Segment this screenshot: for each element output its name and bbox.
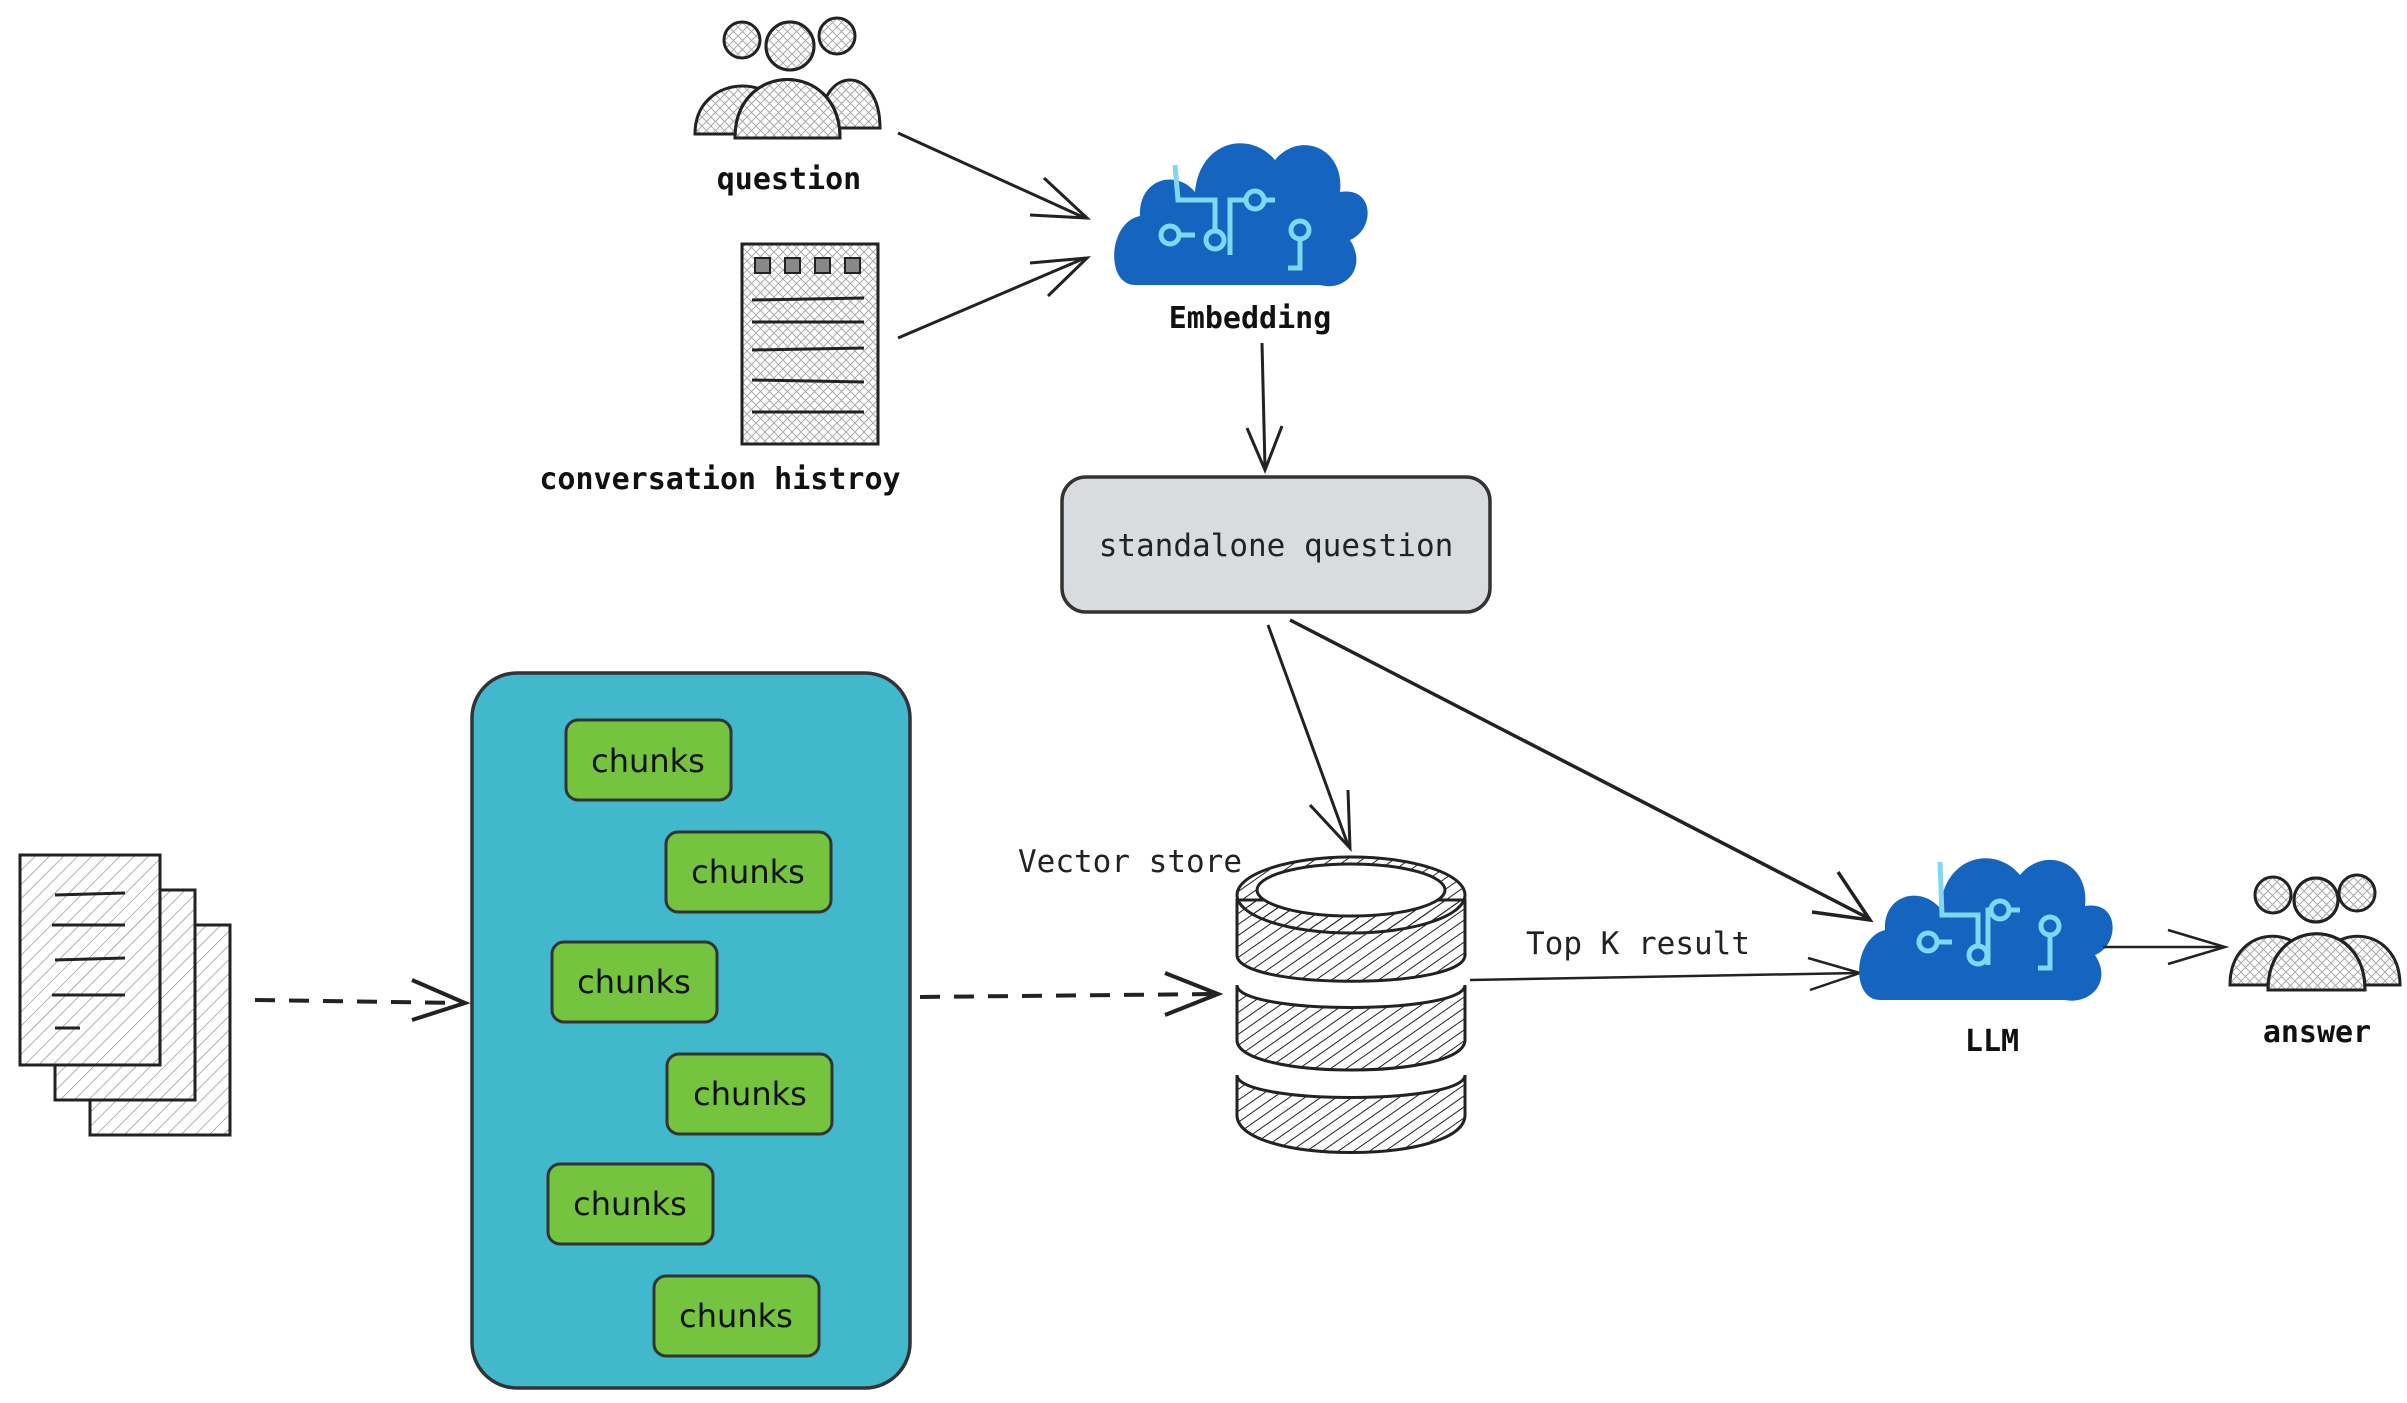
arrow-history-to-embedding <box>897 256 1092 340</box>
embedding-label: Embedding <box>1169 301 1332 336</box>
chunk-item: chunks <box>546 1162 715 1246</box>
embedding-ai-cloud-icon <box>1114 143 1368 287</box>
llm-label: LLM <box>1965 1024 2019 1059</box>
vector-store-database-icon <box>1235 855 1467 1154</box>
answer-users-icon <box>2228 873 2402 992</box>
chunk-label: chunks <box>691 853 805 891</box>
llm-ai-cloud-icon <box>1859 858 2113 1001</box>
arrow-standalone-to-vector-store <box>1266 624 1352 852</box>
dashed-arrow-documents-to-chunks <box>254 978 471 1022</box>
standalone-question-label: standalone question <box>1099 528 1454 564</box>
chunk-label: chunks <box>693 1075 807 1113</box>
chunk-item: chunks <box>550 940 719 1024</box>
arrow-question-to-embedding <box>897 131 1092 220</box>
arrow-vector-store-to-llm <box>1469 956 1865 992</box>
standalone-question-box <box>1060 475 1492 614</box>
arrow-llm-to-answer <box>2103 928 2230 966</box>
chunk-item: chunks <box>665 1052 834 1136</box>
answer-label: answer <box>2263 1015 2371 1050</box>
chunk-item: chunks <box>564 718 733 802</box>
arrow-standalone-to-llm <box>1289 618 1874 923</box>
source-documents-stack-icon <box>18 853 232 1137</box>
chunk-label: chunks <box>591 742 705 780</box>
conversation-history-document-icon <box>740 242 880 446</box>
conversation-history-label: conversation histroy <box>539 462 900 497</box>
question-label: question <box>717 162 862 197</box>
chunk-item: chunks <box>652 1274 821 1358</box>
chunk-label: chunks <box>679 1297 793 1335</box>
question-users-icon <box>693 16 882 140</box>
chunk-label: chunks <box>577 963 691 1001</box>
top-k-result-label: Top K result <box>1526 926 1750 962</box>
dashed-arrow-chunks-to-vector-store <box>919 971 1224 1017</box>
vector-store-label: Vector store <box>1018 844 1242 880</box>
chunk-item: chunks <box>664 830 833 914</box>
chunk-label: chunks <box>573 1185 687 1223</box>
arrow-embedding-to-standalone <box>1245 342 1284 474</box>
